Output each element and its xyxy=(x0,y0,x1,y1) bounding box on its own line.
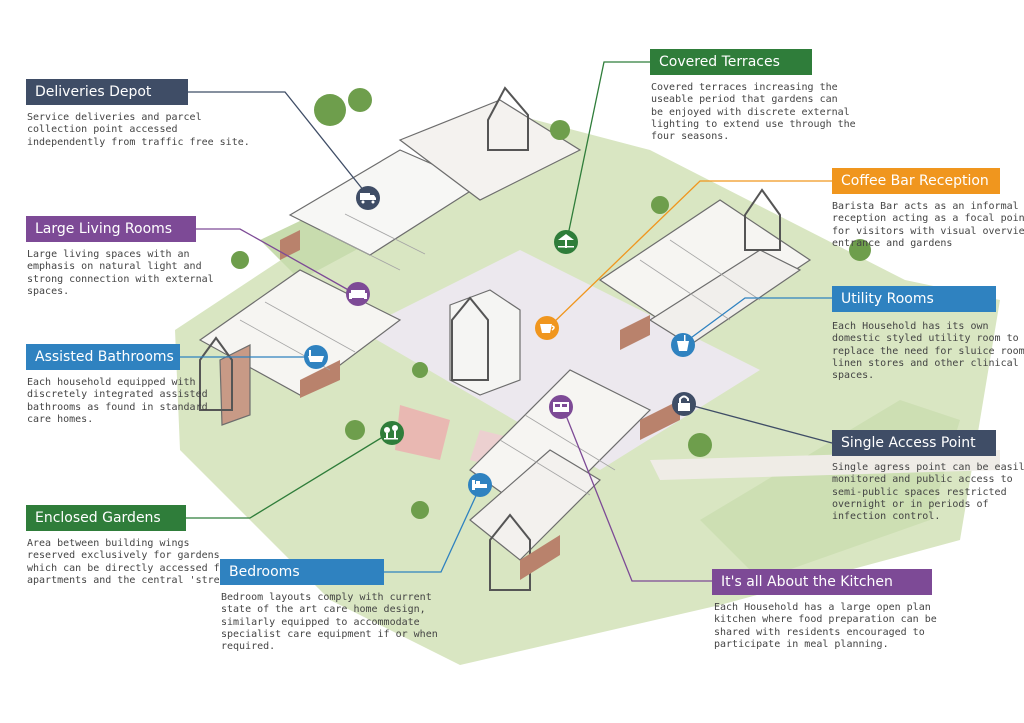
utility-rooms-description: Each Household has its own domestic styl… xyxy=(832,321,1024,382)
core-central xyxy=(449,289,521,396)
large-living-rooms-label: Large Living Rooms xyxy=(26,216,196,242)
single-access-point-description: Single agress point can be easily monito… xyxy=(832,462,1024,523)
bathrooms-marker xyxy=(304,345,328,369)
coffee-bar-reception-label: Coffee Bar Reception xyxy=(832,168,1000,194)
assisted-bathrooms-label: Assisted Bathrooms xyxy=(26,344,180,370)
kitchen-description: Each Household has a large open plan kit… xyxy=(714,602,937,650)
coffee-cup-icon xyxy=(540,324,555,333)
access-marker xyxy=(672,392,696,416)
deliveries-marker xyxy=(356,186,380,210)
bedrooms-description: Bedroom layouts comply with current stat… xyxy=(221,592,438,653)
kitchen-marker xyxy=(549,395,573,419)
bathtub-icon xyxy=(308,350,324,362)
truck-icon xyxy=(360,193,376,204)
building-wings xyxy=(198,99,812,561)
utility-marker xyxy=(671,333,695,357)
covered-terraces-description: Covered terraces increasing the useable … xyxy=(651,82,856,143)
coffee-bar-reception-description: Barista Bar acts as an informal receptio… xyxy=(832,201,1024,249)
leader-access xyxy=(685,403,833,444)
garden-icon xyxy=(384,425,398,440)
wing-south-end xyxy=(469,449,601,561)
leader-deliveries xyxy=(188,91,369,197)
room-partitions xyxy=(239,213,761,496)
enclosed-gardens-label: Enclosed Gardens xyxy=(26,505,186,531)
pathway xyxy=(650,450,1000,480)
trees xyxy=(231,88,871,519)
large-living-rooms-description: Large living spaces with an emphasis on … xyxy=(27,249,214,297)
deliveries-depot-label: Deliveries Depot xyxy=(26,79,188,105)
leader-coffee xyxy=(549,180,832,327)
leader-utility xyxy=(683,297,832,344)
leader-terraces xyxy=(566,61,650,241)
terraces-marker xyxy=(554,230,578,254)
assisted-bathrooms-description: Each household equipped with discretely … xyxy=(27,377,208,425)
covered-terraces-label: Covered Terraces xyxy=(650,49,812,75)
sofa-icon xyxy=(349,290,367,299)
single-access-point-label: Single Access Point xyxy=(832,430,996,456)
enclosed-gardens-description: Area between building wings reserved exc… xyxy=(27,538,244,586)
terrace-icon xyxy=(558,234,574,248)
coffee-marker xyxy=(535,316,559,340)
leader-gardens xyxy=(186,434,387,519)
living-marker xyxy=(346,282,370,306)
garden-patio xyxy=(395,405,450,460)
wing-south-west xyxy=(219,344,251,426)
brick-walls xyxy=(280,230,680,580)
leader-living xyxy=(196,228,353,293)
padlock-icon xyxy=(678,395,690,411)
kitchen-stove-icon xyxy=(553,402,569,412)
bed-icon xyxy=(472,480,487,490)
leader-lines xyxy=(180,61,833,582)
deliveries-depot-description: Service deliveries and parcel collection… xyxy=(27,112,250,148)
bedrooms-label: Bedrooms xyxy=(220,559,384,585)
kitchen-label: It's all About the Kitchen xyxy=(712,569,932,595)
gardens-marker xyxy=(380,421,404,445)
utility-rooms-label: Utility Rooms xyxy=(832,286,996,312)
bedrooms-marker xyxy=(468,473,492,497)
leader-bedrooms xyxy=(384,486,481,573)
leader-kitchen xyxy=(562,407,712,582)
laundry-bucket-icon xyxy=(677,335,689,351)
